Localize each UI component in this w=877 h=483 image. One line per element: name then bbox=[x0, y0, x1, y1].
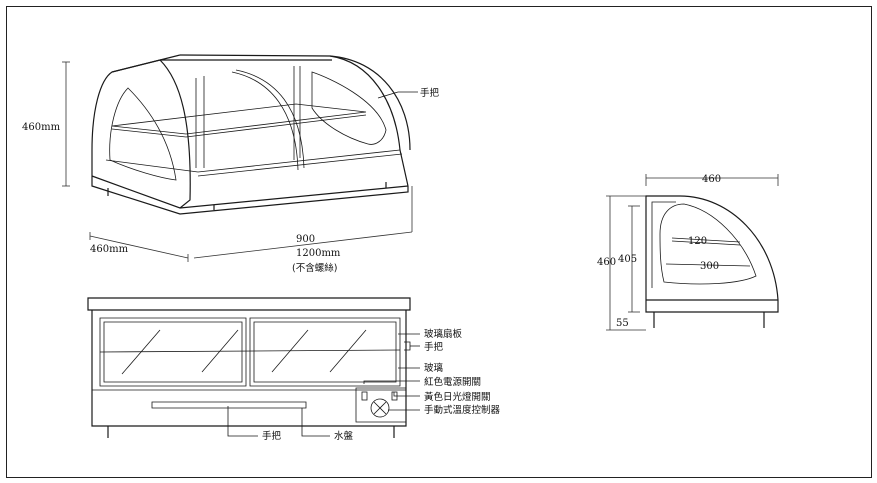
callout-glass-door: 玻璃扇板 bbox=[424, 328, 463, 340]
side-view bbox=[606, 174, 779, 331]
callout-glass: 玻璃 bbox=[424, 362, 443, 374]
side-shelf-depth-1: 120 bbox=[688, 236, 707, 247]
side-shelf-depth-2: 300 bbox=[700, 261, 719, 272]
bottom-label-water-tray: 水盤 bbox=[334, 430, 354, 442]
perspective-depth-label: 460mm bbox=[90, 244, 129, 255]
side-inner-height-label: 405 bbox=[618, 254, 637, 265]
perspective-width-label-1: 900 bbox=[296, 234, 315, 245]
perspective-width-note: (不含螺絲) bbox=[292, 262, 337, 274]
callout-manual-thermostat: 手動式溫度控制器 bbox=[424, 404, 501, 416]
perspective-handle-label: 手把 bbox=[420, 87, 440, 99]
side-leg-label: 55 bbox=[616, 318, 629, 329]
perspective-width-label-2: 1200mm bbox=[296, 248, 341, 259]
callout-handle: 手把 bbox=[424, 341, 444, 353]
bottom-label-handle: 手把 bbox=[262, 430, 282, 442]
side-height-label: 460 bbox=[597, 257, 616, 268]
perspective-height-label: 460mm bbox=[22, 122, 61, 133]
callout-yellow-lamp-switch: 黃色日光燈開關 bbox=[424, 391, 491, 403]
drawing-frame bbox=[6, 6, 872, 478]
side-depth-label: 460 bbox=[702, 174, 721, 185]
perspective-view bbox=[62, 54, 418, 262]
callout-red-power-switch: 紅色電源開關 bbox=[424, 376, 481, 388]
front-view bbox=[87, 297, 420, 438]
